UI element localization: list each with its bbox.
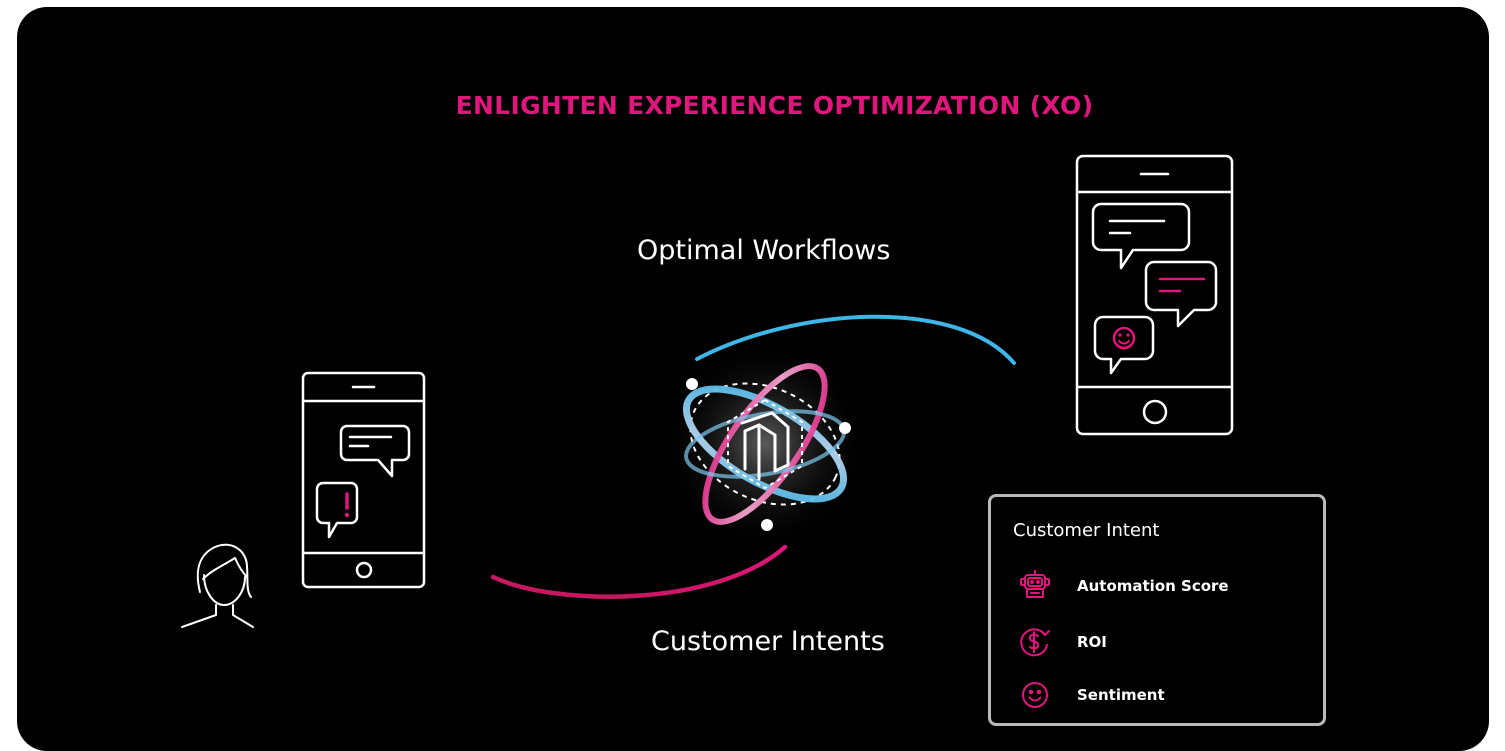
optimal-workflows-label: Optimal Workflows [637,235,891,266]
intent-item-roi: ROI [1017,625,1107,659]
robot-icon [1020,570,1050,598]
intent-item-sentiment: Sentiment [1017,678,1165,712]
diagram-art [181,154,1234,628]
left-phone-icon [301,371,426,589]
intent-item-label: Sentiment [1077,686,1165,704]
chat-bubble-icon [1091,202,1191,270]
optimal-workflows-arc [695,314,1016,365]
customer-intents-arc [490,544,788,599]
chat-bubble-icon [1144,260,1218,328]
alert-bubble-icon [315,481,359,539]
intent-item-automation-score: Automation Score [1017,569,1229,603]
diagram-title: ENLIGHTEN EXPERIENCE OPTIMIZATION (XO) [455,91,1094,120]
person-icon [181,543,254,628]
intent-item-label: ROI [1077,633,1107,651]
chat-bubble-icon [339,424,411,478]
dollar-refresh-icon [1020,628,1050,657]
cube-logo-icon [660,339,870,549]
intent-item-label: Automation Score [1077,577,1229,595]
customer-intent-title: Customer Intent [1013,520,1160,541]
right-phone-icon [1075,154,1234,436]
smiley-icon [1022,682,1048,708]
customer-intents-label: Customer Intents [651,626,885,657]
smiley-bubble-icon [1093,315,1155,375]
diagram-card: ENLIGHTEN EXPERIENCE OPTIMIZATION (XO) O… [17,7,1489,751]
customer-intent-panel: Customer Intent Automation Score [988,494,1326,726]
